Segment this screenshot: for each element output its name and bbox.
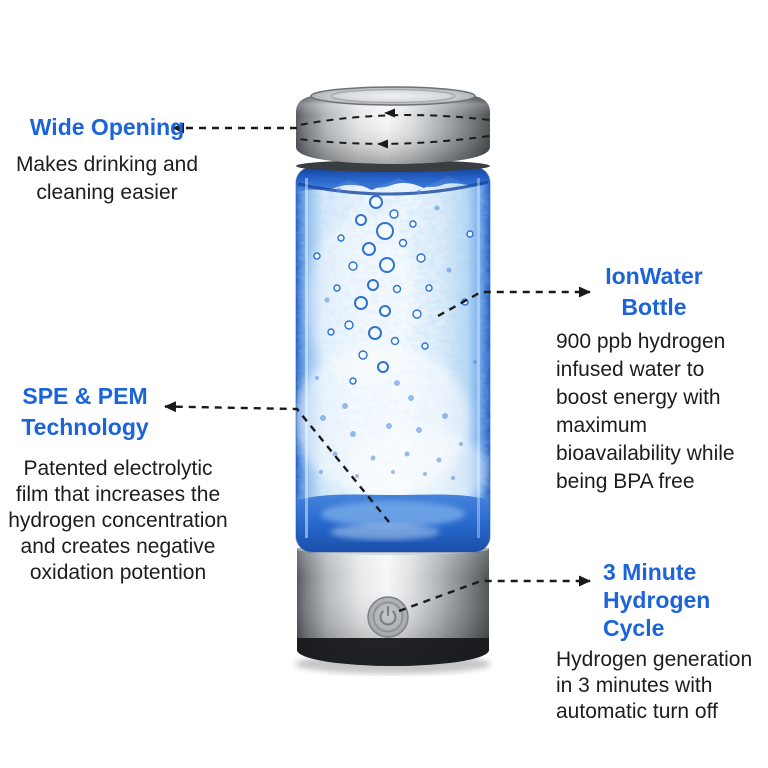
water-bubbles: [313, 187, 477, 480]
wide-opening-body: Makes drinking and cleaning easier: [15, 153, 199, 204]
spe-pem-arrow: [164, 401, 390, 523]
annotation-spe-pem: SPE & PEM Technology Patented electrolyt…: [0, 381, 236, 586]
ionwater-body: 900 ppb hydrogen infused water to boost …: [556, 330, 735, 493]
water-surface: [296, 167, 490, 196]
power-button: [367, 596, 409, 638]
spe-pem-body: Patented electrolytic film that increase…: [8, 457, 228, 584]
spe-pem-heading: SPE & PEM Technology: [21, 383, 149, 440]
hydrogen-cycle-body: Hydrogen generation in 3 minutes with au…: [556, 648, 753, 723]
cap-rim-dash-bottom: [298, 135, 490, 145]
water-bottom-swirl: [296, 494, 490, 552]
power-icon: [379, 605, 397, 626]
bottle-cap: [296, 86, 490, 172]
ionwater-arrow: [437, 286, 591, 318]
hydrogen-cycle-arrow: [398, 575, 591, 613]
wide-opening-heading: Wide Opening: [29, 114, 185, 140]
cap-rim-arrowhead-top: [384, 108, 395, 118]
annotation-ionwater-bottle: IonWater Bottle 900 ppb hydrogen infused…: [556, 261, 761, 496]
ionwater-heading: IonWater Bottle: [605, 263, 703, 320]
annotation-hydrogen-cycle: 3 Minute Hydrogen Cycle Hydrogen generat…: [556, 558, 768, 725]
cap-rim-arrowhead-bottom: [377, 139, 388, 149]
annotation-wide-opening: Wide Opening Makes drinking and cleaning…: [8, 114, 206, 207]
hydrogen-cycle-heading: 3 Minute Hydrogen Cycle: [603, 559, 711, 641]
